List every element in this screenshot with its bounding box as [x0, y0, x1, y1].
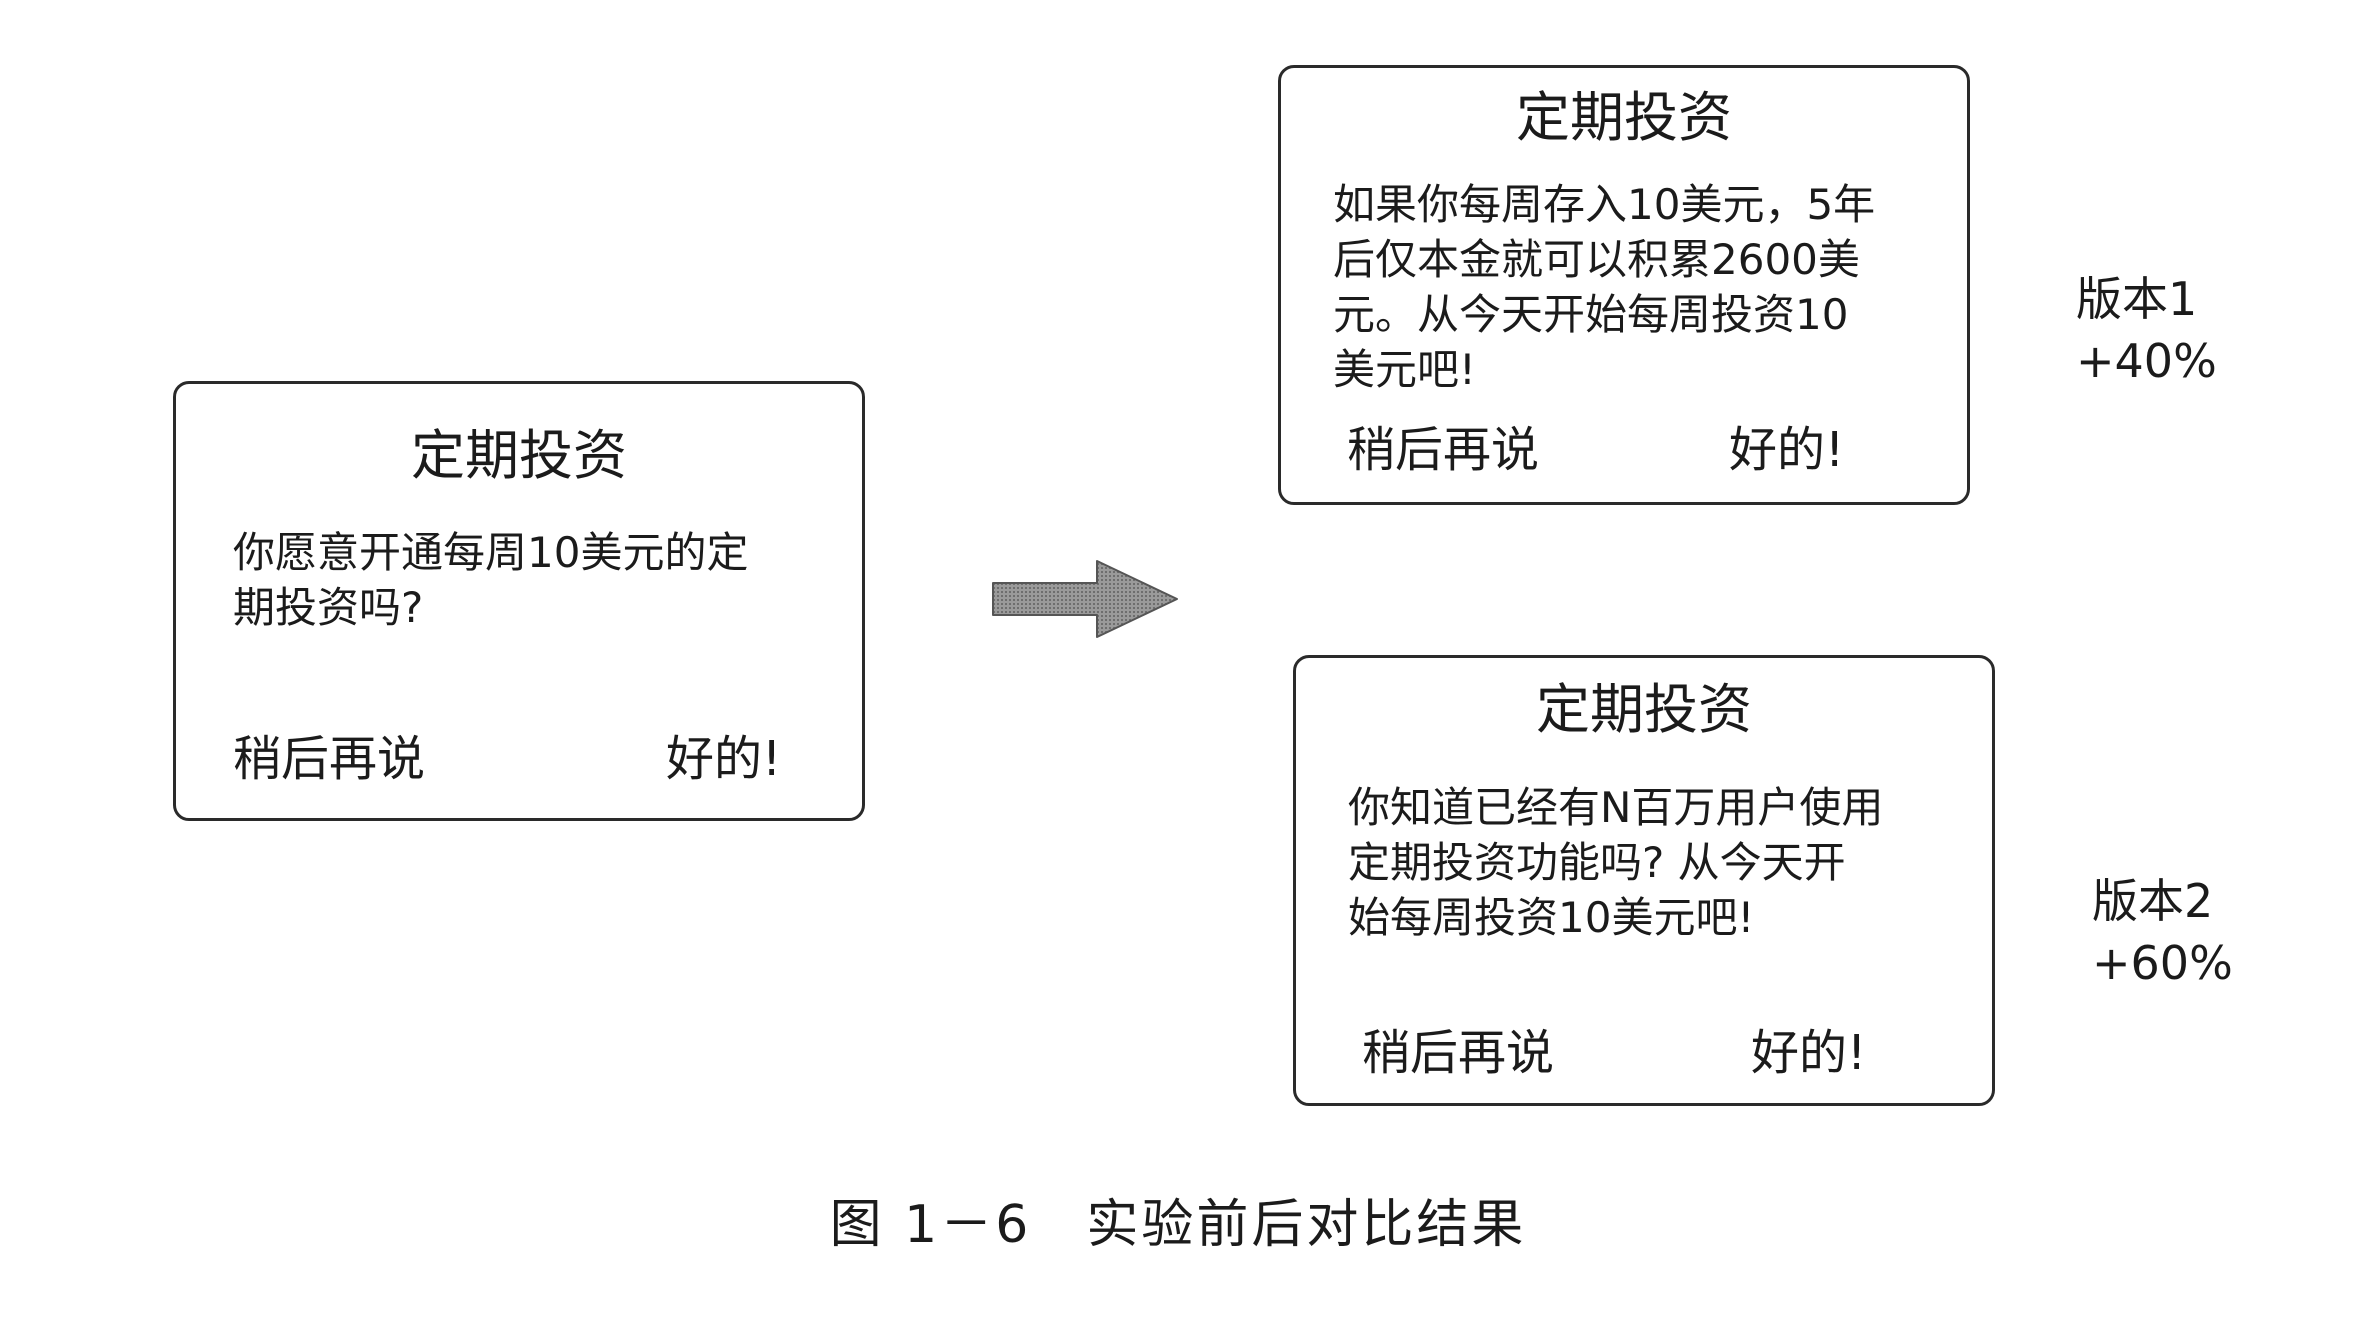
variant-1-body-line: 美元吧!	[1333, 345, 1476, 394]
variant-1-body-line: 后仅本金就可以积累2600美	[1333, 235, 1860, 284]
lift-value: +40%	[2076, 334, 2217, 388]
variant-1-body-line: 元。从今天开始每周投资10	[1333, 290, 1849, 339]
later-button[interactable]: 稍后再说	[233, 731, 426, 787]
variant-2-dialog-card: 定期投资 你知道已经有N百万用户使用 定期投资功能吗? 从今天开 始每周投资10…	[1293, 655, 1995, 1106]
variant-1-dialog-body: 如果你每周存入10美元，5年 后仅本金就可以积累2600美 元。从今天开始每周投…	[1333, 177, 1875, 397]
figure-caption: 图 1－6 实验前后对比结果	[829, 1195, 1527, 1255]
variant-1-dialog-card: 定期投资 如果你每周存入10美元，5年 后仅本金就可以积累2600美 元。从今天…	[1278, 65, 1970, 505]
later-button[interactable]: 稍后再说	[1362, 1025, 1555, 1081]
variant-1-result: 版本1 +40%	[2076, 268, 2217, 392]
ok-button[interactable]: 好的!	[1729, 422, 1845, 478]
variant-2-result: 版本2 +60%	[2092, 870, 2233, 994]
original-dialog-card: 定期投资 你愿意开通每周10美元的定 期投资吗? 稍后再说 好的!	[173, 381, 865, 821]
variant-1-dialog-title: 定期投资	[1516, 86, 1732, 149]
variant-2-body-line: 始每周投资10美元吧!	[1348, 893, 1755, 942]
ok-button[interactable]: 好的!	[1751, 1025, 1867, 1081]
original-body-line: 期投资吗?	[233, 583, 424, 632]
ok-button[interactable]: 好的!	[666, 731, 782, 787]
later-button[interactable]: 稍后再说	[1347, 422, 1540, 478]
variant-1-body-line: 如果你每周存入10美元，5年	[1333, 180, 1876, 229]
variant-2-body-line: 定期投资功能吗? 从今天开	[1348, 838, 1846, 887]
variant-2-body-line: 你知道已经有N百万用户使用	[1348, 783, 1884, 832]
version-label: 版本2	[2092, 874, 2214, 928]
variant-2-dialog-title: 定期投资	[1536, 678, 1752, 741]
original-dialog-body: 你愿意开通每周10美元的定 期投资吗?	[233, 525, 748, 635]
lift-value: +60%	[2092, 936, 2233, 990]
version-label: 版本1	[2076, 272, 2198, 326]
right-arrow-icon	[992, 560, 1178, 638]
original-dialog-title: 定期投资	[411, 424, 627, 487]
original-body-line: 你愿意开通每周10美元的定	[233, 528, 749, 577]
variant-2-dialog-body: 你知道已经有N百万用户使用 定期投资功能吗? 从今天开 始每周投资10美元吧!	[1348, 780, 1883, 945]
